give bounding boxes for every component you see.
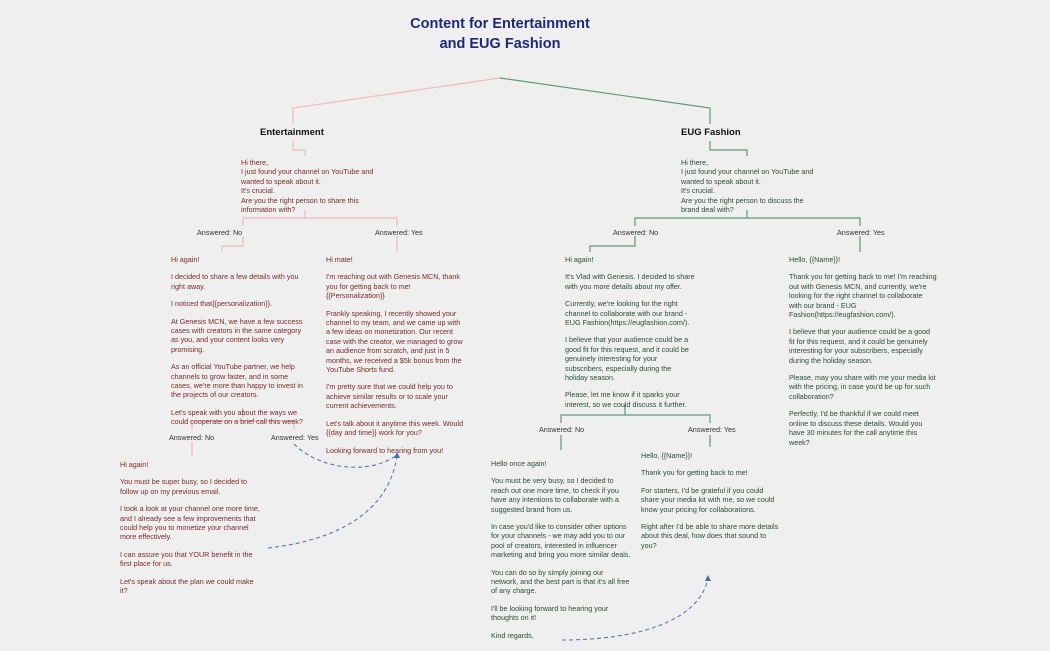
text-paragraph: You can do so by simply joining our netw… <box>491 567 630 596</box>
text-paragraph: Let's speak about the plan we could make… <box>120 576 254 596</box>
text-paragraph: Hello, {{Name}}! <box>789 255 841 264</box>
ent-loop-arrow-2 <box>267 454 398 549</box>
ent-split-2 <box>191 420 295 429</box>
text-paragraph: Hello once again! <box>491 459 547 468</box>
text-line: It's crucial. <box>241 186 275 196</box>
fash-split <box>634 217 861 226</box>
text-line: I just found your channel on YouTube and… <box>681 167 814 186</box>
text-paragraph: At Genesis MCN, we have a few success ca… <box>171 316 303 354</box>
text-paragraph: Frankly speaking, I recently showed your… <box>326 308 463 375</box>
text-line: Hi there, <box>241 158 269 167</box>
ent-no-to-msg <box>221 236 244 252</box>
text-paragraph: Hello, {{Name}}! <box>641 451 693 460</box>
text-line: Are you the right person to share this i… <box>241 195 359 215</box>
fash-split-2 <box>560 414 711 423</box>
ent-head-to-intro <box>292 141 306 156</box>
text-paragraph: Kind regards, <box>491 630 534 640</box>
text-paragraph: You must be super busy, so I decided to … <box>120 477 248 496</box>
text-paragraph: Let's speak with you about the ways we c… <box>171 407 303 427</box>
text-paragraph: Hi again! <box>171 255 200 264</box>
fash-intro-message: Hi there, I just found your channel on Y… <box>681 158 821 214</box>
text-paragraph: Currently, we're looking for the right c… <box>565 299 690 328</box>
text-line: Are you the right person to discuss the … <box>681 195 804 215</box>
text-paragraph: Please, let me know if it sparks your in… <box>565 390 687 409</box>
text-paragraph: For starters, I'd be grateful if you cou… <box>641 485 775 514</box>
ent-answer-no-label: Answered: No <box>197 228 243 237</box>
ent-followup-message: Hi again! You must be super busy, so I d… <box>120 460 260 603</box>
text-paragraph: Let's talk about it anytime this week. W… <box>326 418 464 438</box>
ent-followup-no-label: Answered: No <box>169 433 215 442</box>
fash-followup-message: Hello once again! You must be very busy,… <box>491 459 631 648</box>
ent-answer-yes-label: Answered: Yes <box>375 228 423 237</box>
text-line: I just found your channel on YouTube and… <box>241 167 374 186</box>
fash-no-message: Hi again! It's Vlad with Genesis. I deci… <box>565 255 695 417</box>
text-paragraph: I decided to share a few details with yo… <box>171 272 299 291</box>
ent-no-message: Hi again! I decided to share a few detai… <box>171 255 309 435</box>
text-paragraph: I can assure you that YOUR benefit in th… <box>120 549 253 569</box>
text-paragraph: Perfectly, I'd be thankful if we could m… <box>789 409 923 447</box>
text-paragraph: I believe that your audience could be a … <box>565 335 689 383</box>
entertainment-heading: Entertainment <box>260 127 324 138</box>
text-paragraph: Please, may you share with me your media… <box>789 373 936 401</box>
fash-followup-no-label: Answered: No <box>539 425 585 434</box>
fash-answer-no-label: Answered: No <box>613 228 659 237</box>
text-paragraph: Looking forward to hearing from you! <box>326 445 444 455</box>
text-paragraph: I'm reaching out with Genesis MCN, thank… <box>326 272 460 301</box>
ent-intro-message: Hi there, I just found your channel on Y… <box>241 158 381 214</box>
arrowhead <box>394 452 400 458</box>
text-paragraph: Thank you for getting back to me! <box>641 468 748 478</box>
ent-split <box>242 217 398 226</box>
root-to-entertainment <box>292 77 501 124</box>
text-paragraph: You must be very busy, so I decided to r… <box>491 476 619 514</box>
ent-yes-message: Hi mate! I'm reaching out with Genesis M… <box>326 255 466 463</box>
text-paragraph: I'll be looking forward to hearing your … <box>491 603 609 623</box>
fash-head-to-intro <box>709 141 748 156</box>
fash-no-to-msg <box>589 236 636 252</box>
text-paragraph: I took a look at your channel one more t… <box>120 504 260 542</box>
diagram-title: Content for Entertainment and EUG Fashio… <box>410 16 590 52</box>
text-paragraph: Right after I'd be able to share more de… <box>641 522 779 550</box>
fash-yes-message: Hello, {{Name}}! Thank you for getting b… <box>789 255 937 455</box>
text-paragraph: As an official YouTube partner, we help … <box>171 362 304 400</box>
text-paragraph: Thank you for getting back to me! I'm re… <box>789 272 937 320</box>
fash-answer-yes-label: Answered: Yes <box>837 228 885 237</box>
text-paragraph: Hi mate! <box>326 255 353 264</box>
text-line: It's crucial. <box>681 186 715 196</box>
fash-followup-yes-label: Answered: Yes <box>688 425 736 434</box>
ent-loop-arrow-1 <box>293 443 398 468</box>
text-paragraph: In case you'd like to consider other opt… <box>491 522 631 560</box>
text-line: Hi there, <box>681 158 709 167</box>
ent-followup-yes-label: Answered: Yes <box>271 433 319 442</box>
arrowhead <box>705 575 711 581</box>
text-paragraph: Hi again! <box>120 460 149 469</box>
text-paragraph: I believe that your audience could be a … <box>789 327 931 365</box>
fash-loop-arrow <box>561 577 709 641</box>
text-paragraph: I noticed that{{personalization}}. <box>171 299 273 309</box>
text-paragraph: It's Vlad with Genesis. I decided to sha… <box>565 272 695 291</box>
root-to-fashion <box>499 77 711 124</box>
fashion-heading: EUG Fashion <box>681 127 741 138</box>
text-paragraph: I'm pretty sure that we could help you t… <box>326 382 453 411</box>
text-paragraph: Hi again! <box>565 255 594 264</box>
fash-yes2-message: Hello, {{Name}}! Thank you for getting b… <box>641 451 781 558</box>
